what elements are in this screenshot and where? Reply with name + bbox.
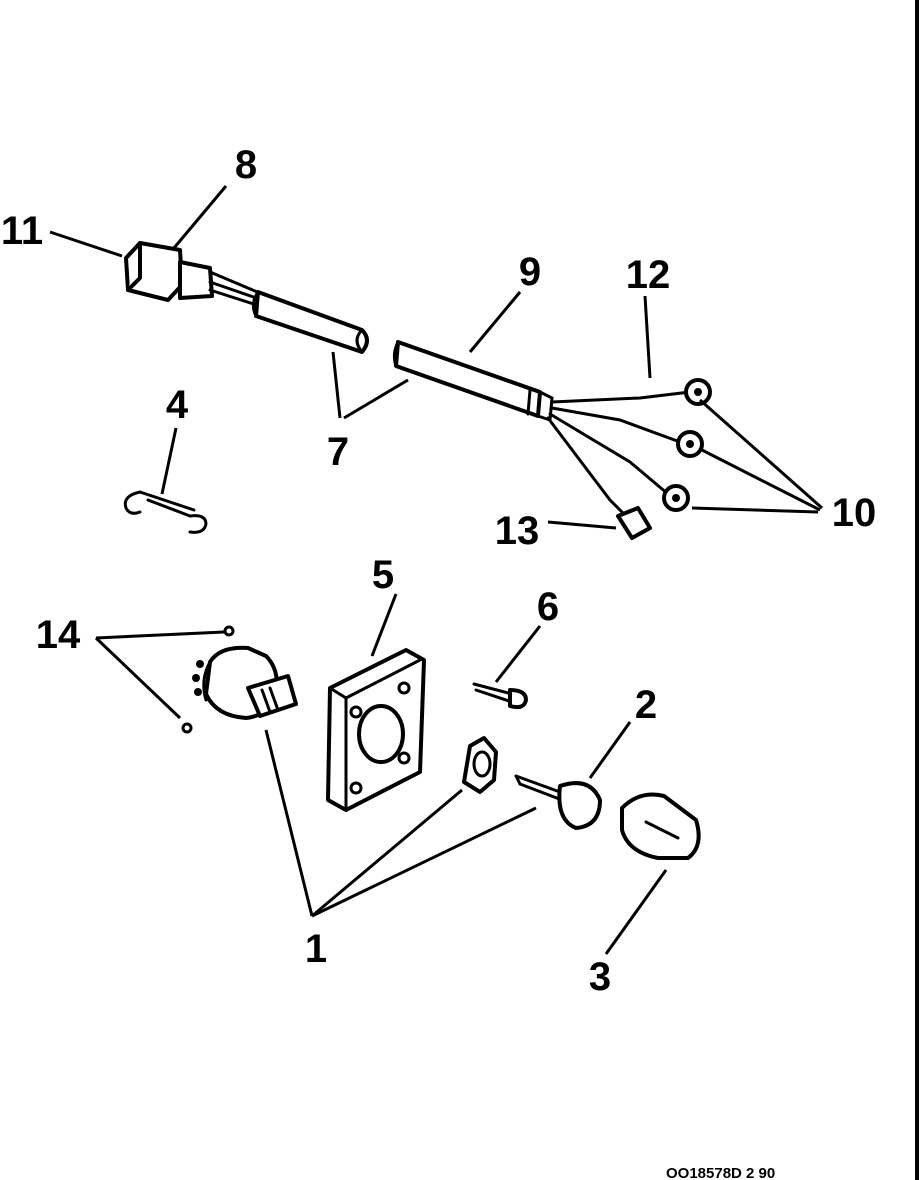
ring-terminals bbox=[662, 378, 712, 512]
ignition-switch bbox=[192, 645, 298, 720]
mounting-plate bbox=[326, 648, 426, 812]
harness-cable-right bbox=[392, 340, 554, 423]
retainer-clip bbox=[123, 490, 208, 534]
hex-nut bbox=[462, 736, 498, 794]
callout-6: 6 bbox=[537, 585, 559, 629]
callout-14: 14 bbox=[36, 613, 81, 657]
footer-code: OO18578D 2 90 bbox=[666, 1165, 775, 1180]
callout-4: 4 bbox=[166, 383, 189, 427]
leader-lines bbox=[49, 185, 823, 955]
key bbox=[514, 774, 602, 830]
callout-3: 3 bbox=[589, 955, 611, 999]
callout-2: 2 bbox=[635, 683, 657, 727]
callout-9: 9 bbox=[519, 250, 541, 294]
callout-1: 1 bbox=[305, 927, 327, 971]
screw bbox=[472, 682, 528, 710]
callout-12: 12 bbox=[626, 253, 671, 297]
callout-7: 7 bbox=[327, 430, 349, 474]
harness-wires bbox=[546, 390, 692, 520]
callout-13: 13 bbox=[495, 509, 540, 553]
harness-cable-left bbox=[251, 290, 369, 354]
callout-11: 11 bbox=[1, 209, 43, 253]
callout-10: 10 bbox=[832, 491, 877, 535]
harness-connector-part bbox=[124, 241, 264, 308]
callout-8: 8 bbox=[235, 143, 257, 187]
callout-5: 5 bbox=[372, 553, 394, 597]
key-boot bbox=[620, 792, 701, 860]
bullet-terminal bbox=[616, 506, 652, 540]
small-screws bbox=[181, 625, 235, 734]
